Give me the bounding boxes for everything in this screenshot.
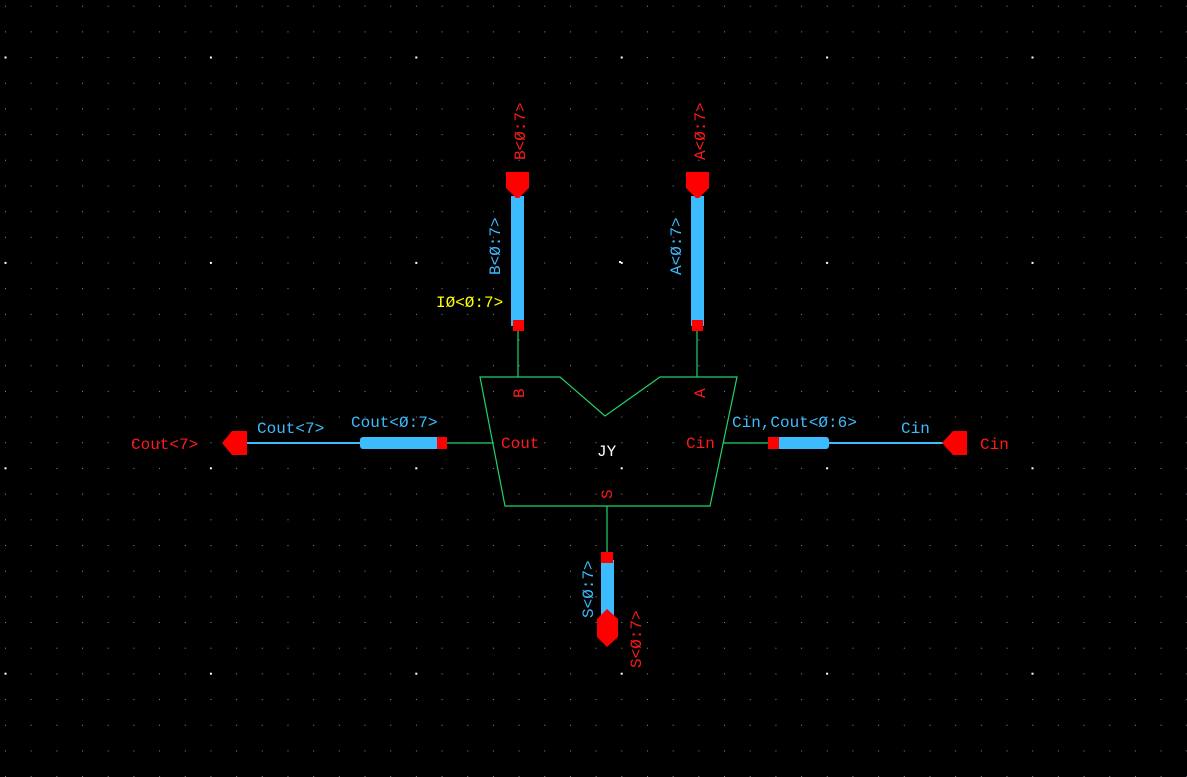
adder-instance[interactable]: JY B A Cout Cin S IØ<Ø:7> [436,294,738,507]
pin-label-b: B<Ø:7> [512,102,530,160]
bus-wire-cin[interactable] [772,437,829,449]
net-s[interactable]: S<Ø:7> S<Ø:7> [580,506,646,668]
pin-label-cin: Cin [980,436,1009,454]
instance-pin-terminal-s [601,552,613,563]
instance-pin-label-cout: Cout [501,435,539,453]
instance-pin-terminal-cout [437,437,447,449]
bus-wire-a[interactable] [691,196,704,326]
net-label-cout-wire: Cout<7> [257,420,324,438]
input-pin-cin[interactable] [942,431,967,455]
net-cin[interactable]: Cin Cin,Cout<Ø:6> Cin [723,414,1009,455]
instance-outline [479,376,738,507]
bus-wire-cout[interactable] [360,437,442,449]
pin-label-a: A<Ø:7> [692,102,710,160]
net-cout[interactable]: Cout<7> Cout<7> Cout<Ø:7> [131,414,493,455]
instance-pin-label-cin: Cin [686,435,715,453]
bus-wire-b[interactable] [511,196,524,326]
net-label-cin-wire: Cin [901,420,930,438]
net-label-cin-bus: Cin,Cout<Ø:6> [732,414,857,432]
input-pin-a[interactable] [686,172,709,198]
cursor-crosshair [619,261,621,263]
output-pin-cout[interactable] [222,431,247,455]
instance-pin-label-s: S [599,489,617,499]
instance-pin-terminal-b [513,320,524,331]
net-a[interactable]: A<Ø:7> A<Ø:7> [668,102,710,377]
instance-pin-label-a: A [692,388,710,398]
instance-pin-terminal-cin [768,437,779,449]
pin-label-cout: Cout<7> [131,436,198,454]
output-pin-s[interactable] [597,609,618,647]
instance-pin-terminal-a [692,320,703,331]
pin-label-s: S<Ø:7> [628,610,646,668]
instance-cell-name: JY [597,443,617,461]
net-label-a: A<Ø:7> [668,217,686,275]
instance-pin-label-b: B [511,388,529,398]
net-label-b: B<Ø:7> [487,217,505,275]
bus-wire-s[interactable] [601,560,614,615]
net-label-cout-bus: Cout<Ø:7> [351,414,437,432]
input-pin-b[interactable] [506,172,529,198]
net-label-s: S<Ø:7> [580,560,598,618]
instance-name: IØ<Ø:7> [436,294,503,312]
net-b[interactable]: B<Ø:7> B<Ø:7> [487,102,530,377]
